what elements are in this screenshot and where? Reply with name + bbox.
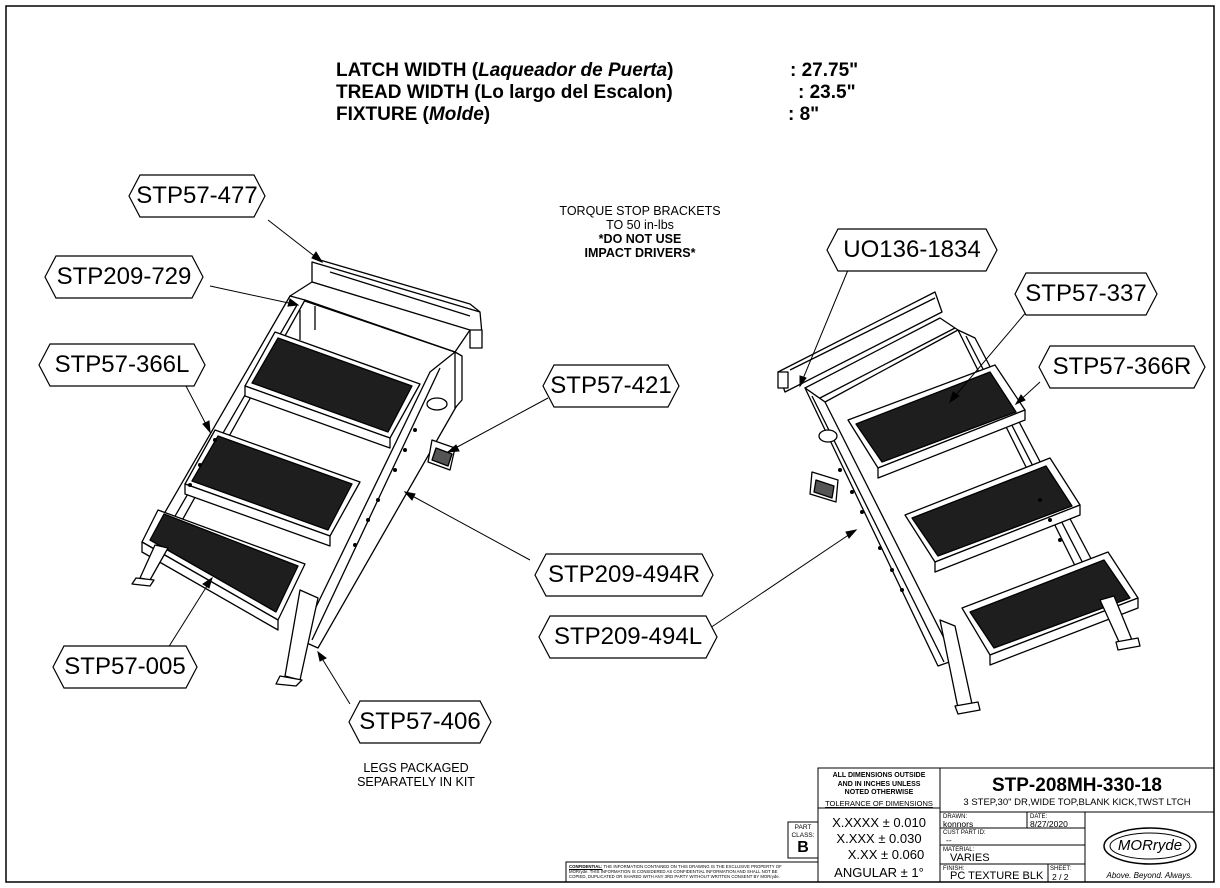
logo-wordmark: MORryde — [1117, 837, 1183, 854]
logo-tagline: Above. Beyond. Always. — [1106, 871, 1193, 880]
tolerance-2-place: X.XX ± 0.060 — [847, 847, 925, 862]
callout-stp57-406: STP57-406 — [340, 700, 500, 744]
confidential-label: CONFIDENTIAL: — [569, 864, 603, 869]
part-class-value: B — [797, 839, 809, 856]
material-value: VARIES — [950, 852, 990, 864]
part-number: STP-208MH-330-18 — [991, 775, 1163, 796]
torque-note-line-3: *DO NOT USE — [598, 232, 682, 246]
right-stair-assembly — [777, 291, 1141, 715]
part-description: 3 STEP,30" DR,WIDE TOP,BLANK KICK,TWST L… — [963, 797, 1191, 808]
spec-label-fixture: FIXTURE (Molde) — [336, 104, 491, 125]
legs-note-line-1: LEGS PACKAGED — [363, 761, 469, 775]
material-label: MATERIAL: — [943, 847, 975, 853]
tolerance-4-place: X.XXXX ± 0.010 — [832, 815, 926, 830]
legs-note-line-2: SEPARATELY IN KIT — [357, 775, 475, 789]
dimensions-note: ALL DIMENSIONS OUTSIDE AND IN INCHES UNL… — [832, 772, 926, 796]
callout-hex — [1038, 345, 1206, 389]
callout-hex — [538, 615, 718, 659]
spec-label-tread: TREAD WIDTH (Lo largo del Escalon) — [336, 82, 673, 103]
tolerance-angular: ANGULAR ± 1° — [834, 865, 924, 880]
legs-note: LEGS PACKAGED SEPARATELY IN KIT — [348, 761, 484, 789]
callout-uo136-1834: UO136-1834 — [818, 228, 1006, 272]
cust-part-label: CUST PART ID: — [943, 830, 986, 836]
callout-stp57-366l: STP57-366L — [30, 343, 214, 387]
part-class-label: PART CLASS: — [791, 824, 815, 839]
spec-label-latch: LATCH WIDTH (Laqueador de Puerta) — [336, 60, 674, 81]
drawn-value: konnors — [943, 819, 974, 829]
drawn-label: DRAWN: — [943, 814, 968, 820]
spec-value-fixture: : 8" — [788, 104, 820, 125]
callout-hex — [1014, 272, 1158, 316]
sheet-label: SHEET: — [1050, 866, 1072, 872]
torque-note-line-2: TO 50 in-lbs — [606, 218, 674, 232]
callout-hex — [52, 645, 198, 689]
callout-hex — [128, 174, 266, 218]
callout-hex — [44, 255, 204, 299]
sheet-border — [5, 5, 1215, 883]
spec-value-tread: : 23.5" — [798, 82, 856, 103]
cust-part-value: -- — [946, 835, 952, 845]
torque-note-line-4: IMPACT DRIVERS* — [584, 246, 696, 260]
morryde-logo — [1103, 827, 1197, 865]
callout-stp209-494r: STP209-494R — [526, 553, 722, 597]
finish-value: PC TEXTURE BLK — [950, 870, 1044, 882]
callout-stp57-421: STP57-421 — [534, 364, 688, 408]
sheet-value: 2 / 2 — [1052, 872, 1069, 882]
callout-stp57-477: STP57-477 — [120, 174, 274, 218]
torque-note: TORQUE STOP BRACKETS TO 50 in-lbs *DO NO… — [508, 204, 772, 260]
callout-hex — [542, 364, 680, 408]
leader-lines — [167, 219, 1041, 705]
title-block-frame — [565, 767, 1215, 883]
date-value: 8/27/2020 — [1030, 819, 1068, 829]
callout-stp209-729: STP209-729 — [36, 255, 212, 299]
torque-note-line-1: TORQUE STOP BRACKETS — [559, 204, 721, 218]
callout-stp57-005: STP57-005 — [44, 645, 206, 689]
tolerance-header: TOLERANCE OF DIMENSIONS — [825, 799, 933, 808]
date-label: DATE: — [1030, 814, 1048, 820]
left-stair-assembly — [131, 259, 483, 687]
callout-stp57-366r: STP57-366R — [1030, 345, 1214, 389]
spec-value-latch: : 27.75" — [790, 60, 859, 81]
callout-hex — [826, 228, 998, 272]
callout-hex — [534, 553, 714, 597]
callout-hex — [348, 700, 492, 744]
confidential-notice: CONFIDENTIAL: THE INFORMATION CONTAINED … — [569, 864, 782, 880]
tolerance-3-place: X.XXX ± 0.030 — [836, 831, 922, 846]
callout-stp57-337: STP57-337 — [1006, 272, 1166, 316]
callout-hex — [38, 343, 206, 387]
finish-label: FINISH: — [943, 866, 965, 872]
callout-stp209-494l: STP209-494L — [530, 615, 726, 659]
